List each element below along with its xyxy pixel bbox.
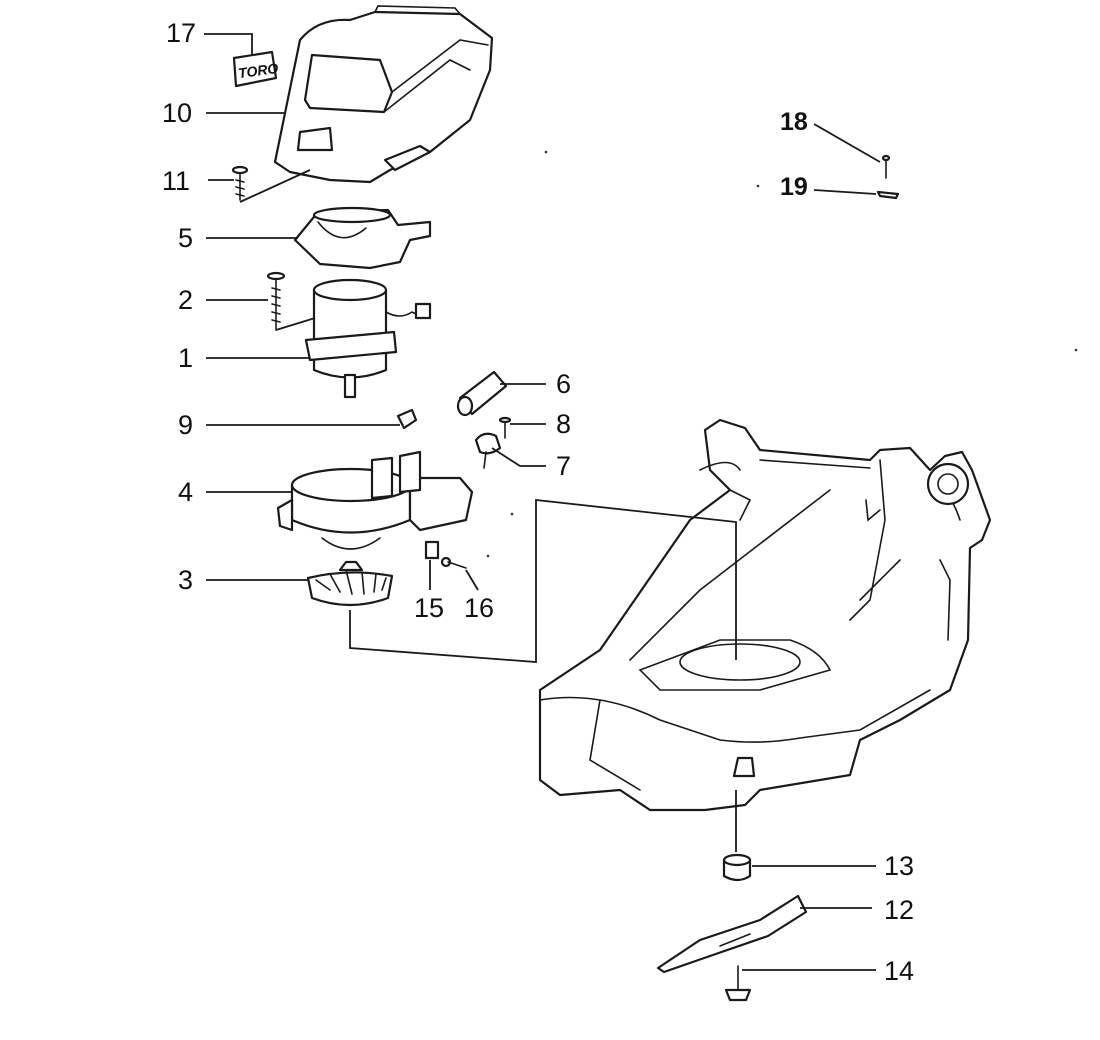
callout-15: 15 bbox=[414, 593, 444, 623]
part-15-nut bbox=[424, 540, 440, 560]
part-4-fan-housing bbox=[276, 450, 474, 550]
callout-8: 8 bbox=[556, 409, 571, 439]
callout-11: 11 bbox=[162, 166, 190, 196]
callout-16: 16 bbox=[464, 593, 494, 623]
part-14-blade-bolt bbox=[724, 965, 752, 1002]
callout-1: 1 bbox=[178, 343, 193, 373]
callout-labels: 17 10 11 5 2 1 9 4 3 6 8 7 15 16 18 19 1… bbox=[162, 18, 914, 986]
callout-13: 13 bbox=[884, 851, 914, 881]
part-6-sleeve bbox=[456, 370, 508, 417]
callout-14: 14 bbox=[884, 956, 914, 986]
scan-specks bbox=[486, 150, 1078, 558]
part-10-hood bbox=[273, 5, 494, 184]
part-9-clip bbox=[396, 408, 418, 430]
callout-5: 5 bbox=[178, 223, 193, 253]
callout-9: 9 bbox=[178, 410, 193, 440]
part-8-small-screw bbox=[498, 416, 512, 439]
mower-deck bbox=[538, 418, 992, 812]
part-12-blade bbox=[656, 894, 808, 974]
callout-7: 7 bbox=[556, 451, 571, 481]
part-16-screw bbox=[440, 556, 467, 569]
callout-4: 4 bbox=[178, 477, 193, 507]
part-18-screw bbox=[881, 154, 891, 179]
part-5-motor-cover bbox=[293, 206, 432, 270]
part-11-screw bbox=[231, 165, 249, 201]
assembly-lines bbox=[239, 169, 737, 852]
part-3-fan bbox=[306, 560, 394, 607]
leader-lines bbox=[204, 33, 881, 971]
callout-17: 17 bbox=[166, 18, 196, 48]
part-2-long-screw bbox=[266, 271, 286, 331]
toro-logo-text: TORO bbox=[237, 60, 279, 81]
callout-18: 18 bbox=[780, 108, 808, 136]
part-17-logo-decal: TORO bbox=[232, 50, 279, 88]
callout-10: 10 bbox=[162, 98, 192, 128]
callout-19: 19 bbox=[780, 173, 808, 201]
callout-3: 3 bbox=[178, 565, 193, 595]
part-19-washer bbox=[876, 190, 900, 200]
callout-2: 2 bbox=[178, 285, 193, 315]
callout-6: 6 bbox=[556, 369, 571, 399]
part-1-motor bbox=[304, 278, 432, 399]
callout-12: 12 bbox=[884, 895, 914, 925]
part-13-blade-adapter bbox=[722, 853, 752, 882]
